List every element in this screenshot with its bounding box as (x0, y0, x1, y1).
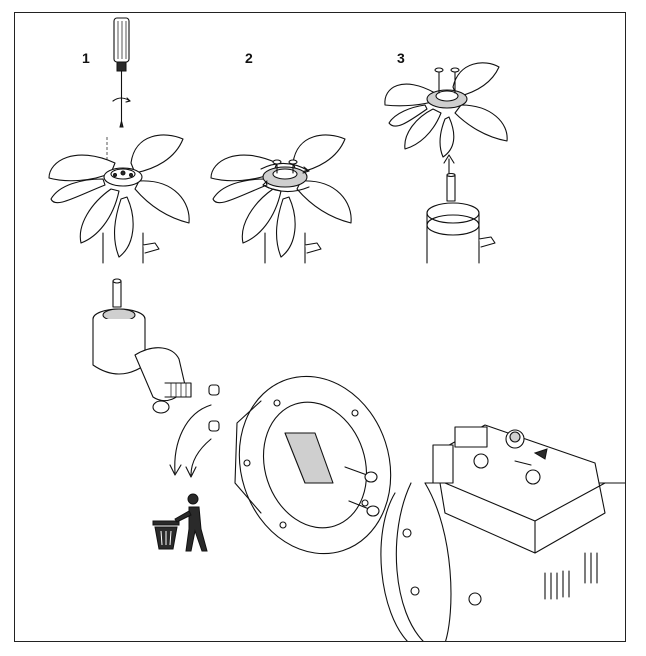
fan-step-1 (48, 134, 190, 264)
disposal-arrows (169, 404, 212, 478)
gear-head (92, 278, 192, 414)
motor-stub-step-3 (426, 172, 496, 264)
fan-step-3 (384, 62, 508, 158)
fan-step-2 (210, 134, 352, 264)
step-2-number: 2 (245, 50, 253, 66)
diagram-art (48, 17, 625, 641)
person-disposing-icon (174, 493, 208, 552)
electric-motor (380, 424, 625, 641)
step-2-illustration (210, 134, 352, 264)
bolts (344, 466, 380, 517)
bushings (208, 384, 220, 432)
diagram-frame: 1 2 3 (14, 12, 626, 642)
trash-bin-icon (152, 520, 180, 550)
flange (234, 375, 392, 555)
step-1-number: 1 (82, 50, 90, 66)
step-3-illustration (384, 62, 508, 264)
step-1-illustration (48, 17, 190, 264)
screwdriver-icon (112, 17, 131, 128)
lift-arrow (443, 154, 455, 174)
step-3-number: 3 (397, 50, 405, 66)
